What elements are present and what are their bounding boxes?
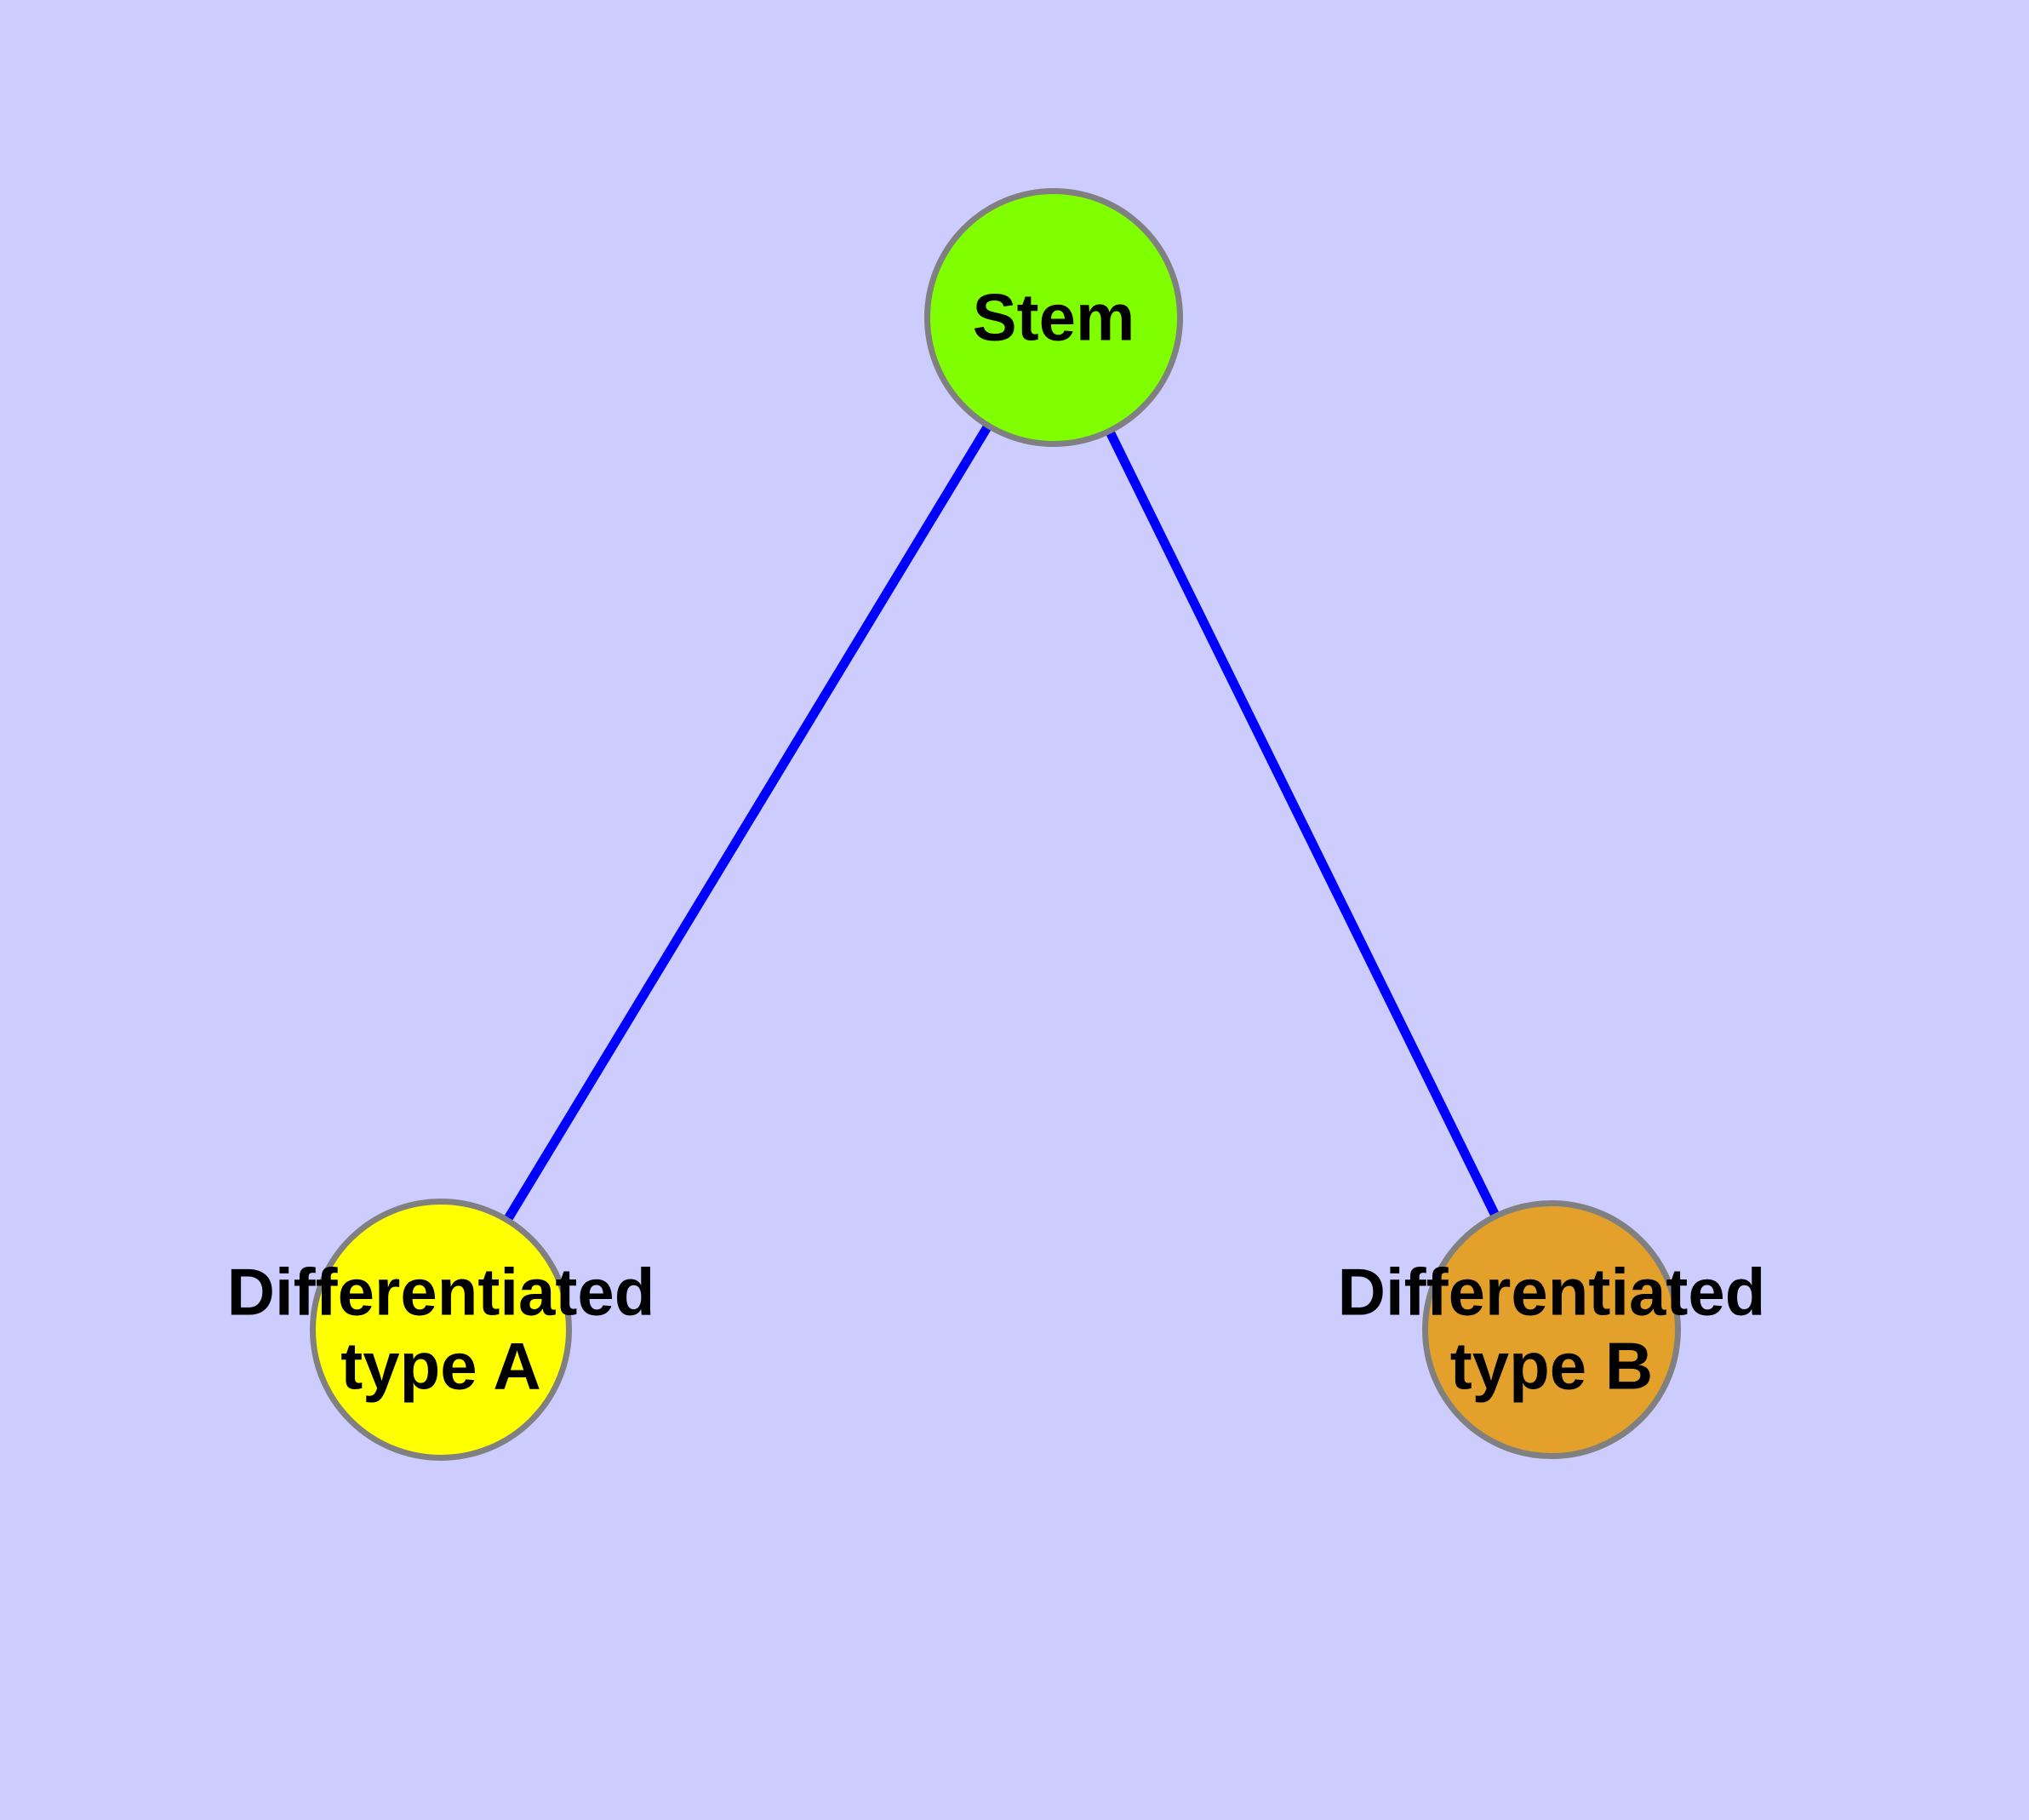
graph-edge: [502, 422, 993, 1223]
graph-node-stem[interactable]: [924, 188, 1183, 447]
graph-node-diff_a[interactable]: [310, 1199, 572, 1461]
graph-node-diff_b[interactable]: [1422, 1200, 1681, 1459]
graph-edge: [1105, 428, 1500, 1219]
